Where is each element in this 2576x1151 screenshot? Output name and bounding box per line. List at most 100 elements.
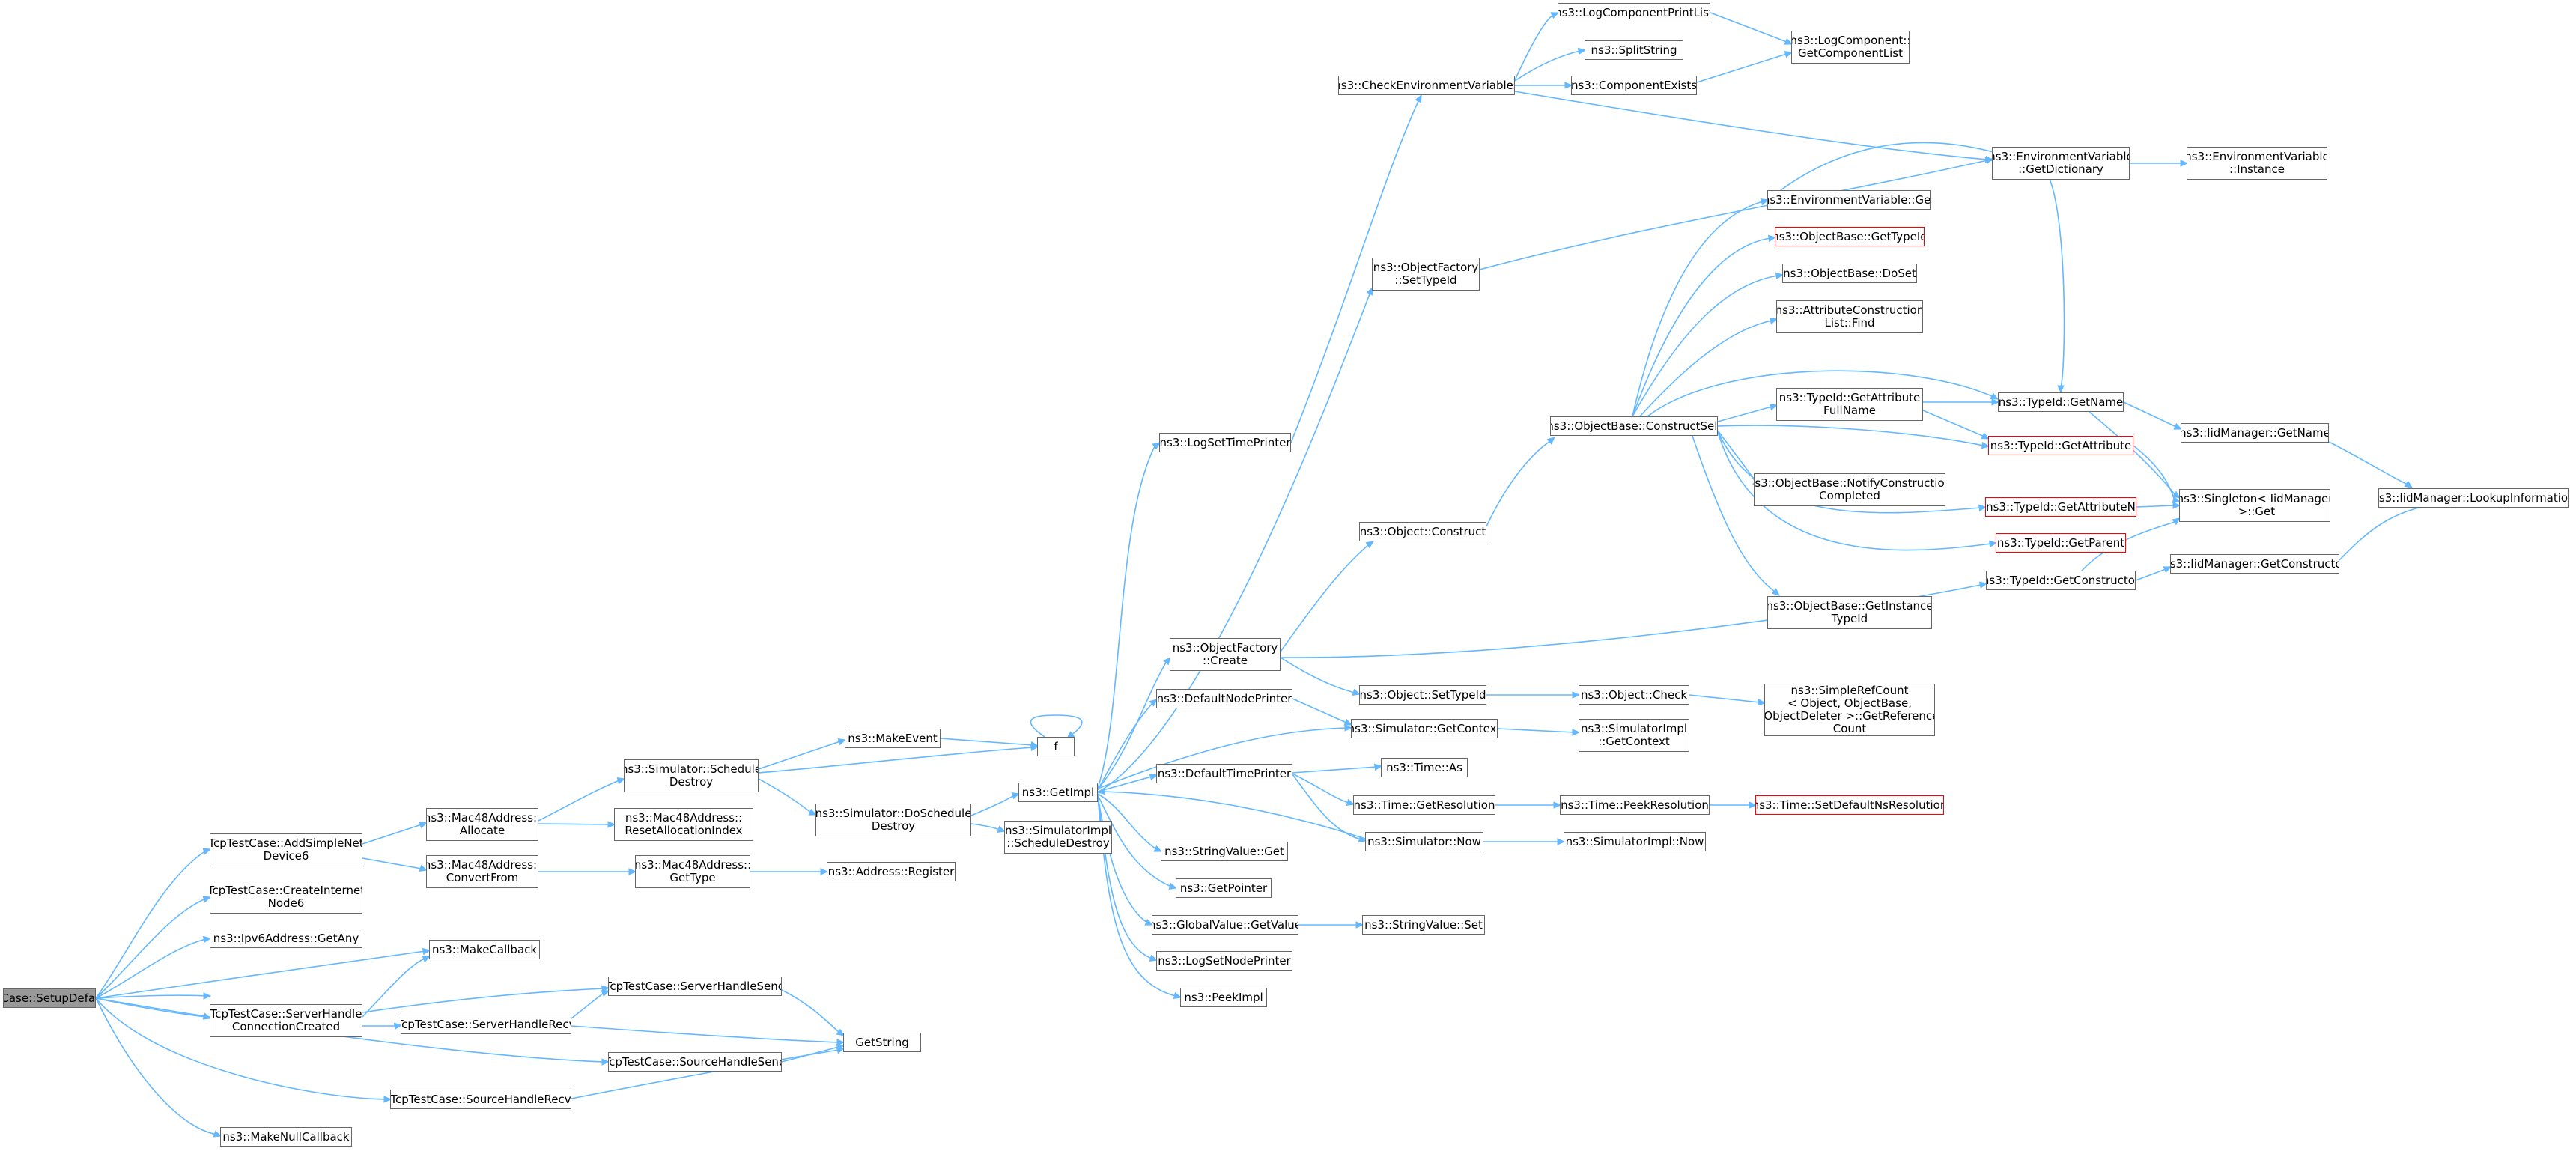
node-mac48-convert-from[interactable]: ns3::Mac48Address:: ConvertFrom	[426, 855, 538, 888]
node-get-pointer[interactable]: ns3::GetPointer	[1176, 878, 1272, 898]
node-log-set-node-printer[interactable]: ns3::LogSetNodePrinter	[1156, 951, 1292, 971]
call-edge	[1102, 791, 1366, 839]
node-make-event[interactable]: ns3::MakeEvent	[845, 729, 941, 748]
node-server-handle-recv[interactable]: TcpTestCase::ServerHandleRecv	[401, 1015, 571, 1034]
arrowhead	[808, 808, 818, 816]
node-object-base-get-type-id[interactable]: ns3::ObjectBase::GetTypeId	[1775, 227, 1925, 246]
node-string-value-set[interactable]: ns3::StringValue::Set	[1362, 915, 1485, 935]
arrowhead	[601, 985, 610, 993]
node-component-exists[interactable]: ns3::ComponentExists	[1571, 76, 1697, 95]
node-environment-variable-get-dictionary[interactable]: ns3::EnvironmentVariable ::GetDictionary	[1992, 147, 2130, 180]
arrowhead	[1546, 437, 1555, 445]
node-split-string[interactable]: ns3::SplitString	[1585, 40, 1683, 60]
node-make-callback[interactable]: ns3::MakeCallback	[429, 940, 540, 959]
node-time-set-default-ns-resolution[interactable]: ns3::Time::SetDefaultNsResolution	[1755, 795, 1944, 815]
node-singleton-iid-manager-get[interactable]: ns3::Singleton< IidManager >::Get	[2179, 489, 2330, 522]
node-log-set-time-printer[interactable]: ns3::LogSetTimePrinter	[1159, 433, 1291, 452]
call-edge	[2081, 521, 2175, 571]
node-time-get-resolution[interactable]: ns3::Time::GetResolution	[1353, 795, 1495, 815]
call-edge	[1647, 370, 1994, 417]
node-global-value-get-value[interactable]: ns3::GlobalValue::GetValue	[1152, 915, 1298, 935]
node-check-environment-variables[interactable]: ns3::CheckEnvironmentVariables	[1338, 76, 1515, 95]
node-object-construct[interactable]: ns3::Object::Construct	[1359, 522, 1486, 541]
arrowhead	[1981, 432, 1990, 440]
arrowhead	[2172, 517, 2181, 526]
arrowhead	[1978, 504, 1987, 512]
node-simulator-schedule-destroy[interactable]: ns3::Simulator::Schedule Destroy	[624, 759, 759, 792]
arrowhead	[202, 848, 212, 855]
node-type-id-get-attribute-full-name[interactable]: ns3::TypeId::GetAttribute FullName	[1776, 388, 1923, 421]
call-edge	[95, 898, 207, 999]
node-environment-variable-instance[interactable]: ns3::EnvironmentVariable ::Instance	[2187, 147, 2327, 180]
node-peek-impl[interactable]: ns3::PeekImpl	[1180, 988, 1267, 1007]
arrowhead	[1352, 688, 1361, 696]
node-get-impl[interactable]: ns3::GetImpl	[1018, 783, 1098, 802]
node-make-null-callback[interactable]: ns3::MakeNullCallback	[220, 1127, 352, 1147]
node-add-simple-net-device6[interactable]: TcpTestCase::AddSimpleNet Device6	[210, 833, 362, 866]
node-time-peek-resolution[interactable]: ns3::Time::PeekResolution	[1560, 795, 1710, 815]
call-edge	[1097, 291, 1371, 793]
arrowhead	[607, 821, 616, 828]
arrowhead	[1366, 286, 1373, 296]
node-ipv6-address-get-any[interactable]: ns3::Ipv6Address::GetAny	[210, 929, 362, 948]
arrowhead	[1757, 698, 1767, 706]
node-create-internet-node6[interactable]: TcpTestCase::CreateInternet Node6	[210, 881, 362, 914]
arrowhead	[1978, 581, 1988, 589]
node-object-base-notify-construction-completed[interactable]: ns3::ObjectBase::NotifyConstruction Comp…	[1754, 473, 1945, 506]
node-simulator-impl-schedule-destroy[interactable]: ns3::SimulatorImpl ::ScheduleDestroy	[1004, 821, 1112, 854]
node-object-set-type-id[interactable]: ns3::Object::SetTypeId	[1359, 685, 1486, 705]
node-simulator-impl-now[interactable]: ns3::SimulatorImpl::Now	[1564, 832, 1706, 851]
arrowhead	[1988, 540, 1998, 548]
node-type-id-get-attribute[interactable]: ns3::TypeId::GetAttribute	[1988, 436, 2133, 455]
node-simulator-get-context[interactable]: ns3::Simulator::GetContext	[1351, 719, 1498, 738]
node-get-string[interactable]: GetString	[843, 1033, 921, 1052]
node-address-register[interactable]: ns3::Address::Register	[827, 862, 956, 881]
call-edge	[95, 850, 207, 999]
node-mac48-get-type[interactable]: ns3::Mac48Address:: GetType	[635, 855, 750, 888]
node-f[interactable]: f	[1037, 737, 1075, 756]
arrowhead	[1163, 657, 1171, 666]
arrowhead	[2172, 491, 2181, 499]
node-object-base-do-set[interactable]: ns3::ObjectBase::DoSet	[1782, 264, 1917, 283]
arrowhead	[1373, 763, 1383, 771]
node-default-time-printer[interactable]: ns3::DefaultTimePrinter	[1156, 764, 1292, 783]
node-iid-manager-get-name[interactable]: ns3::IidManager::GetName	[2181, 423, 2329, 443]
node-attribute-construction-list-find[interactable]: ns3::AttributeConstruction List::Find	[1776, 300, 1923, 333]
node-string-value-get[interactable]: ns3::StringValue::Get	[1161, 842, 1288, 861]
node-type-id-get-parent[interactable]: ns3::TypeId::GetParent	[1996, 533, 2126, 553]
node-object-base-get-instance-type-id[interactable]: ns3::ObjectBase::GetInstance TypeId	[1767, 596, 1932, 629]
node-type-id-get-constructor[interactable]: ns3::TypeId::GetConstructor	[1986, 571, 2136, 590]
arrowhead	[2180, 160, 2189, 167]
arrowhead	[202, 935, 212, 944]
node-mac48-allocate[interactable]: ns3::Mac48Address:: Allocate	[426, 808, 538, 841]
node-object-check[interactable]: ns3::Object::Check	[1579, 685, 1689, 705]
node-object-factory-create[interactable]: ns3::ObjectFactory ::Create	[1170, 638, 1281, 671]
arrowhead	[2172, 496, 2181, 503]
node-type-id-get-name[interactable]: ns3::TypeId::GetName	[1998, 392, 2124, 412]
node-mac48-reset-allocation-index[interactable]: ns3::Mac48Address:: ResetAllocationIndex	[614, 808, 753, 841]
node-source-handle-send[interactable]: TcpTestCase::SourceHandleSend	[608, 1052, 782, 1072]
node-simulator-do-schedule-destroy[interactable]: ns3::Simulator::DoSchedule Destroy	[815, 804, 971, 836]
node-simulator-now[interactable]: ns3::Simulator::Now	[1365, 832, 1483, 851]
node-type-id-get-attribute-n[interactable]: ns3::TypeId::GetAttributeN	[1985, 497, 2136, 517]
node-default-node-printer[interactable]: ns3::DefaultNodePrinter	[1156, 689, 1292, 708]
call-edge	[1292, 698, 1347, 723]
node-object-factory-set-type-id[interactable]: ns3::ObjectFactory ::SetTypeId	[1372, 258, 1480, 291]
call-edge	[95, 950, 426, 999]
node-server-handle-connection-created[interactable]: TcpTestCase::ServerHandle ConnectionCrea…	[210, 1004, 362, 1037]
node-time-as[interactable]: ns3::Time::As	[1381, 758, 1468, 777]
node-server-handle-send[interactable]: TcpTestCase::ServerHandleSend	[608, 977, 782, 996]
node-source-handle-recv[interactable]: TcpTestCase::SourceHandleRecv	[390, 1090, 571, 1109]
node-simulator-impl-get-context[interactable]: ns3::SimulatorImpl ::GetContext	[1579, 719, 1689, 752]
node-simple-ref-count-get-reference-count[interactable]: ns3::SimpleRefCount < Object, ObjectBase…	[1764, 684, 1935, 736]
arrowhead	[1415, 94, 1422, 103]
node-iid-manager-lookup-information[interactable]: ns3::IidManager::LookupInformation	[2378, 488, 2569, 508]
node-log-component-print-list[interactable]: ns3::LogComponentPrintList	[1558, 3, 1710, 22]
node-iid-manager-get-constructor[interactable]: ns3::IidManager::GetConstructor	[2170, 554, 2339, 574]
call-edge	[1696, 53, 1787, 83]
arrowhead	[203, 992, 212, 1000]
node-environment-variable-get[interactable]: ns3::EnvironmentVariable::Get	[1767, 190, 1931, 210]
node-log-component-get-component-list[interactable]: ns3::LogComponent:: GetComponentList	[1791, 31, 1910, 64]
node-object-base-construct-self[interactable]: ns3::ObjectBase::ConstructSelf	[1550, 416, 1718, 436]
call-edge	[2328, 441, 2408, 485]
